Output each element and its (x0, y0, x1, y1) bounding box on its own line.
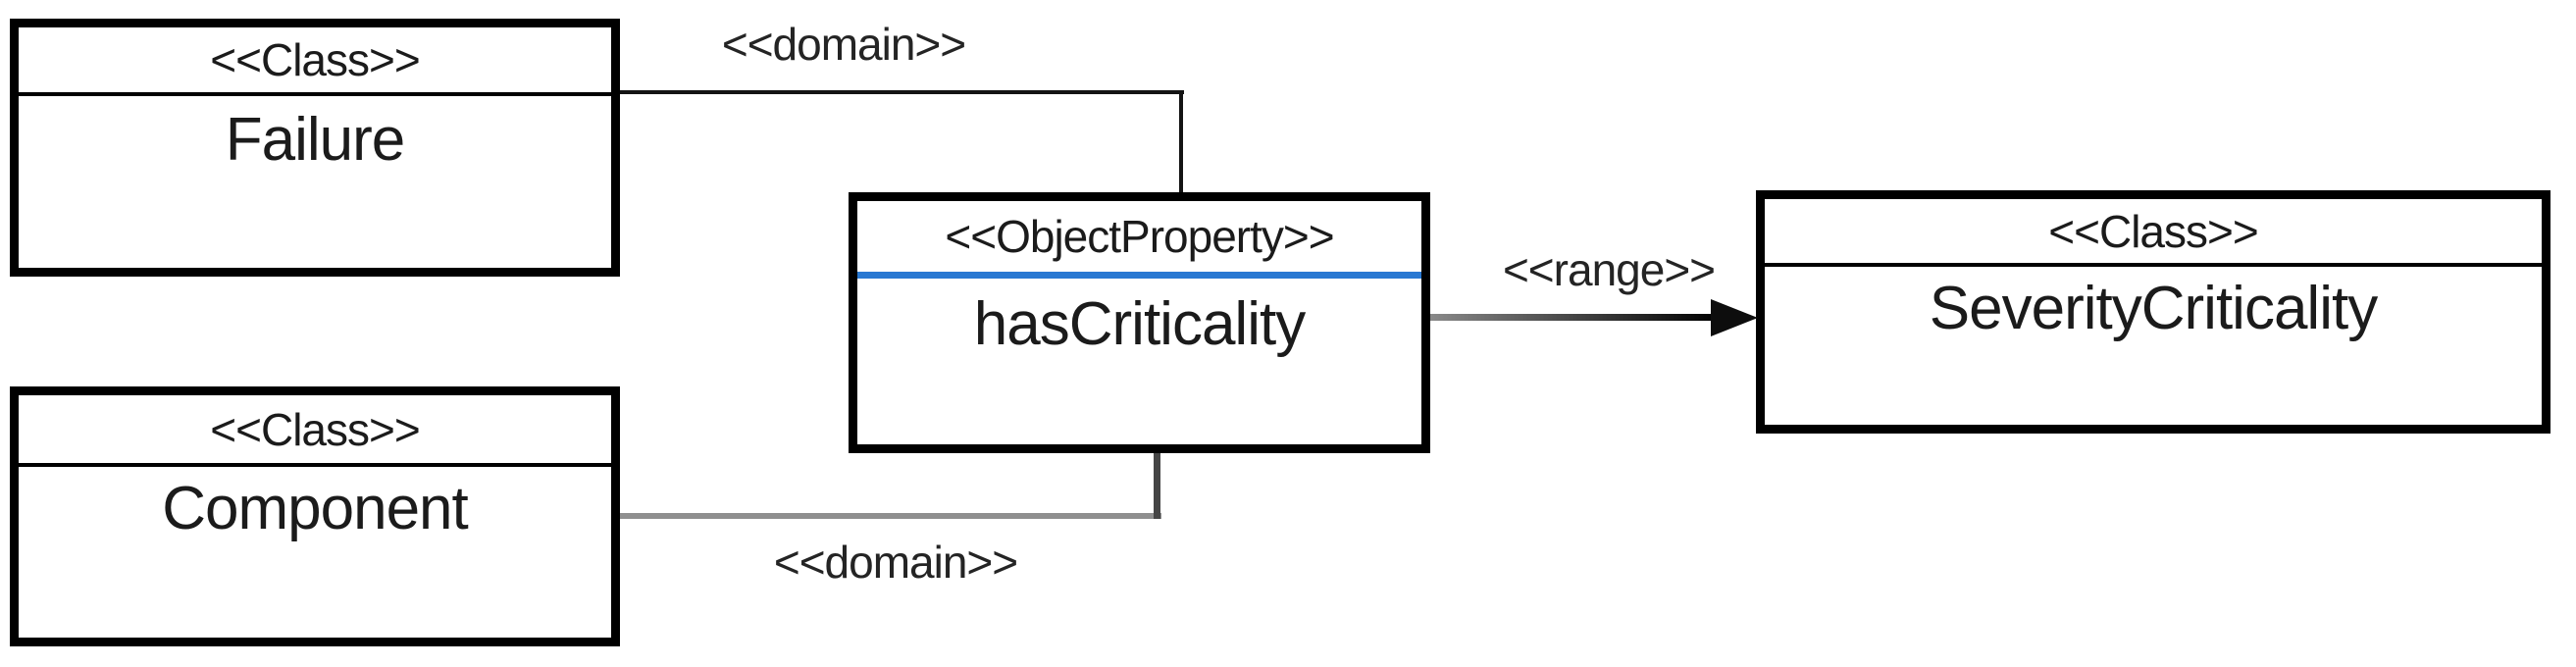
hascriticality-name: hasCriticality (973, 290, 1306, 358)
edge-label-domain-component: <<domain>> (773, 537, 1018, 588)
severitycriticality-body: SeverityCriticality (1765, 267, 2542, 425)
edge-range-shaft (1428, 314, 1718, 321)
class-box-component: <<Class>> Component (10, 386, 620, 646)
edge-domain-failure-horizontal (616, 90, 1184, 94)
failure-name: Failure (225, 106, 406, 174)
severitycriticality-name: SeverityCriticality (1929, 275, 2378, 342)
class-box-severitycriticality: <<Class>> SeverityCriticality (1756, 190, 2550, 434)
failure-stereotype-text: <<Class>> (210, 34, 420, 85)
edge-label-range: <<range>> (1502, 244, 1716, 295)
component-stereotype-text: <<Class>> (210, 403, 420, 455)
objectproperty-box-hascriticality: <<ObjectProperty>> hasCriticality (849, 192, 1430, 453)
edge-range-arrowhead (1711, 299, 1758, 336)
severitycriticality-stereotype: <<Class>> (1765, 199, 2542, 267)
edge-label-domain-failure: <<domain>> (721, 19, 966, 70)
edge-domain-failure-vertical (1179, 90, 1183, 196)
hascriticality-stereotype: <<ObjectProperty>> (857, 201, 1421, 279)
severitycriticality-stereotype-text: <<Class>> (2048, 205, 2258, 257)
edge-domain-component-horizontal (616, 513, 1161, 519)
class-box-failure: <<Class>> Failure (10, 19, 620, 277)
failure-stereotype: <<Class>> (19, 27, 611, 96)
failure-body: Failure (19, 96, 611, 268)
component-name: Component (162, 475, 469, 542)
hascriticality-body: hasCriticality (857, 279, 1421, 444)
component-body: Component (19, 467, 611, 638)
edge-domain-component-vertical (1154, 447, 1160, 519)
component-stereotype: <<Class>> (19, 395, 611, 467)
hascriticality-stereotype-text: <<ObjectProperty>> (945, 211, 1334, 262)
